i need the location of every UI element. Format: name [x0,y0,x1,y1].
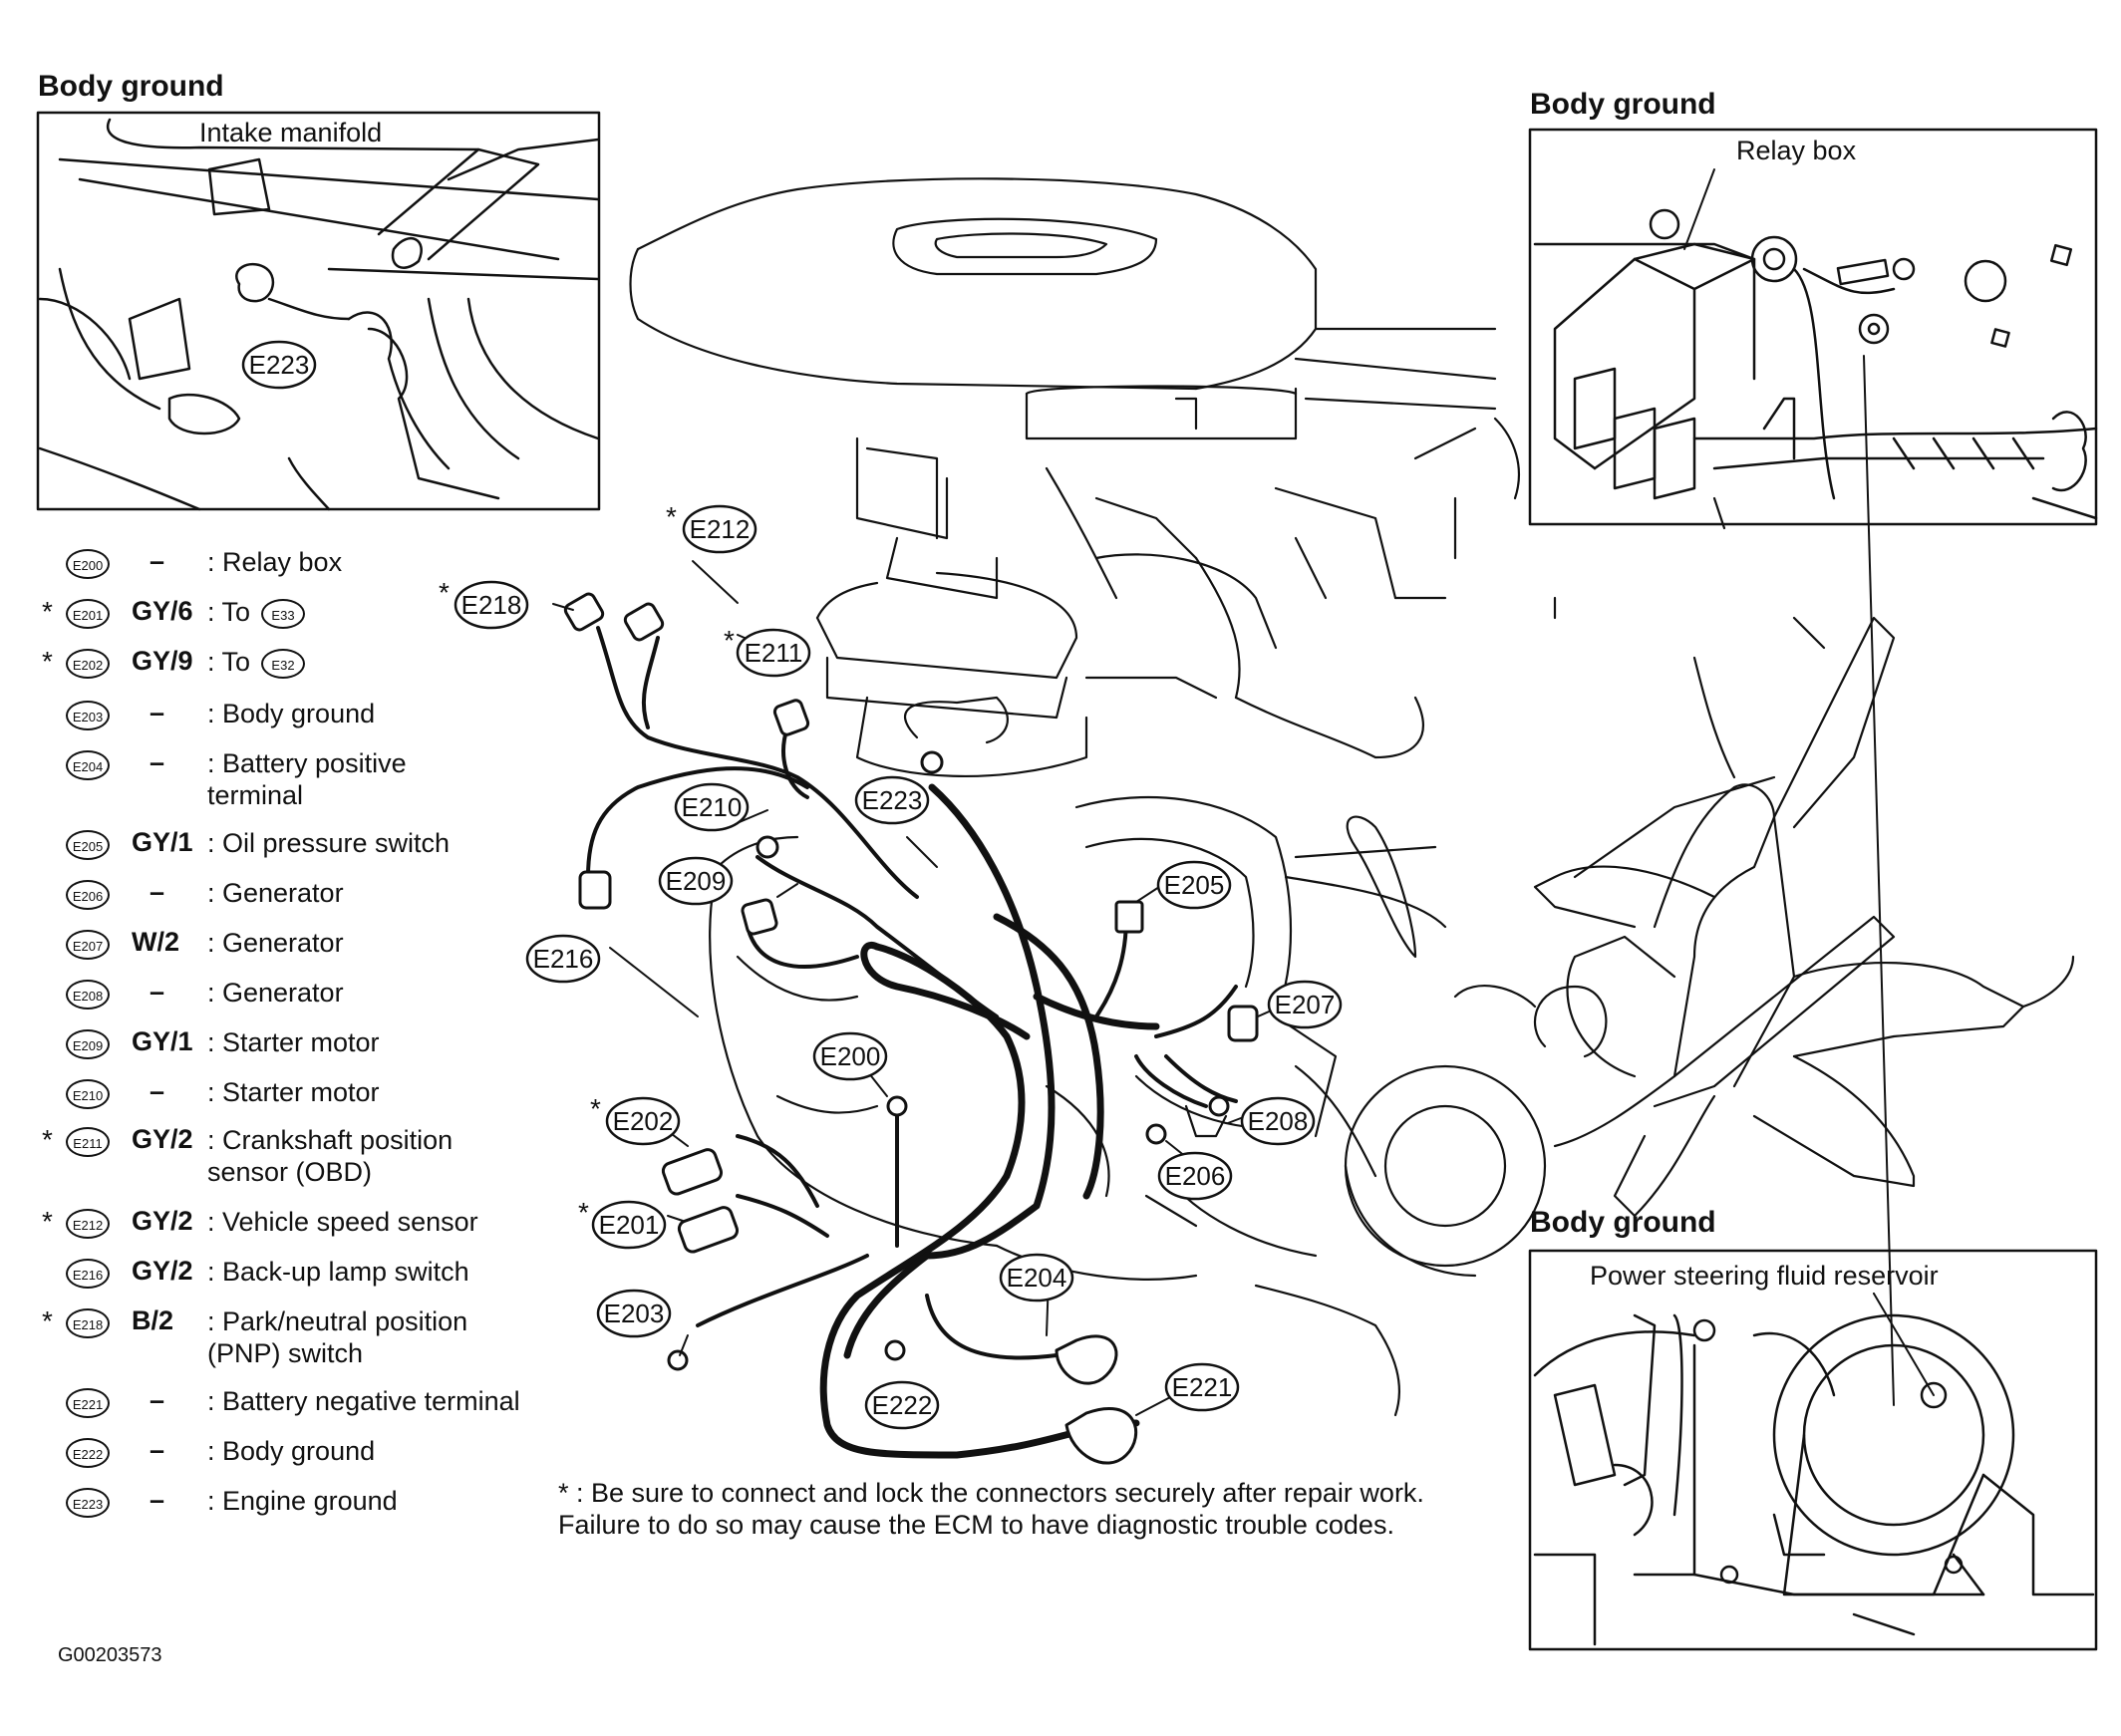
thin-wires [586,626,1238,1360]
legend-star: * [42,596,53,627]
legend-badge: E218 [66,1308,110,1338]
repair-footnote: * : Be sure to connect and lock the conn… [558,1478,1424,1540]
inset-intake-manifold [36,111,601,511]
legend-code: GY/9 [132,646,193,676]
legend-star: * [42,646,53,677]
cooling-fan [1284,496,2075,1278]
legend-code: – [150,1076,165,1106]
legend-ref-badge: E32 [261,649,305,679]
legend-code: – [150,977,165,1007]
legend-badge: E210 [66,1079,110,1109]
legend-row: E205 GY/1 : Oil pressure switch [30,827,588,875]
legend-row: * E212 GY/2 : Vehicle speed sensor [30,1206,588,1254]
legend-code: B/2 [132,1305,174,1335]
legend-desc: : Battery negative terminal [207,1386,520,1416]
legend-desc: : Starter motor [207,1077,380,1107]
legend-row: * E218 B/2 : Park/neutral position (PNP)… [30,1305,588,1385]
legend-row: * E201 GY/6 : To E33 [30,596,588,644]
legend-desc: : Body ground [207,699,376,728]
inset-title-relay: Body ground [1530,88,1716,121]
legend-badge: E212 [66,1209,110,1239]
connectors [563,592,1259,1465]
legend-star: * [42,1305,53,1336]
legend-row: E207 W/2 : Generator [30,927,588,975]
legend-badge: E209 [66,1029,110,1059]
legend-desc: : Body ground [207,1436,376,1466]
legend-star: * [42,1124,53,1155]
legend-code: – [150,546,165,576]
label-intake-manifold: Intake manifold [199,118,383,147]
legend-badge: E205 [66,830,110,860]
legend-row: E221 – : Battery negative terminal [30,1385,588,1433]
legend-badge: E202 [66,649,110,679]
legend-desc: : Starter motor [207,1027,380,1057]
legend-badge: E203 [66,701,110,730]
figure-id: G00203573 [58,1644,162,1666]
legend-code: GY/2 [132,1206,193,1236]
legend-desc: : Engine ground [207,1486,398,1516]
engine-outline [629,177,1520,1417]
legend-row: E222 – : Body ground [30,1435,588,1483]
legend-code: GY/1 [132,1026,193,1056]
legend-code: GY/6 [132,596,193,626]
inset-title-intake: Body ground [38,70,224,103]
legend-row: E206 – : Generator [30,877,588,925]
legend-row: E208 – : Generator [30,977,588,1024]
legend-badge: E223 [66,1488,110,1518]
legend-badge: E206 [66,880,110,910]
legend-code: – [150,877,165,907]
legend-code: W/2 [132,927,180,957]
legend-desc: : Generator [207,928,344,958]
legend-badge: E211 [66,1127,110,1157]
legend-badge: E216 [66,1259,110,1289]
legend-code: – [150,747,165,777]
label-power-steering: Power steering fluid reservoir [1590,1261,1939,1291]
legend-row: E204 – : Battery positive terminal [30,747,588,827]
legend-desc: : Battery positive terminal [207,748,407,810]
legend-code: GY/2 [132,1124,193,1154]
legend-desc: : To [207,647,251,677]
legend-desc: : Generator [207,978,344,1008]
legend-desc: : To [207,597,251,627]
legend-row: * E211 GY/2 : Crankshaft position sensor… [30,1124,588,1204]
legend-ref-badge: E33 [261,599,305,629]
legend-desc: : Vehicle speed sensor [207,1207,478,1237]
legend-desc: : Back-up lamp switch [207,1257,469,1287]
inset-title-power-steering: Body ground [1530,1206,1716,1239]
legend-row: E209 GY/1 : Starter motor [30,1026,588,1074]
inset-relay-box [1528,128,2098,526]
legend-badge: E221 [66,1388,110,1418]
legend-desc: : Crankshaft position sensor (OBD) [207,1125,454,1187]
legend-code: GY/1 [132,827,193,857]
legend-code: – [150,1485,165,1515]
legend-badge: E201 [66,599,110,629]
legend-code: GY/2 [132,1256,193,1286]
label-relay-box: Relay box [1736,136,1857,165]
legend-desc: : Park/neutral position (PNP) switch [207,1306,468,1368]
legend-code: – [150,1385,165,1415]
legend-badge: E222 [66,1438,110,1468]
legend-badge: E204 [66,750,110,780]
inset-power-steering [1528,1249,2098,1651]
wire-harness [819,783,1160,1459]
legend-row: E223 – : Engine ground [30,1485,588,1533]
legend-code: – [150,698,165,727]
legend-code: – [150,1435,165,1465]
legend-desc: : Generator [207,878,344,908]
legend-desc: : Oil pressure switch [207,828,451,858]
legend-row: E216 GY/2 : Back-up lamp switch [30,1256,588,1303]
legend-row: E210 – : Starter motor [30,1076,588,1124]
legend-star: * [42,1206,53,1237]
legend-desc: : Relay box [207,547,343,577]
legend-badge: E208 [66,980,110,1010]
legend-badge: E207 [66,930,110,960]
legend-badge: E200 [66,549,110,579]
legend-row: E200 – : Relay box [30,546,588,594]
legend-row: * E202 GY/9 : To E32 [30,646,588,694]
legend-row: E203 – : Body ground [30,698,588,745]
